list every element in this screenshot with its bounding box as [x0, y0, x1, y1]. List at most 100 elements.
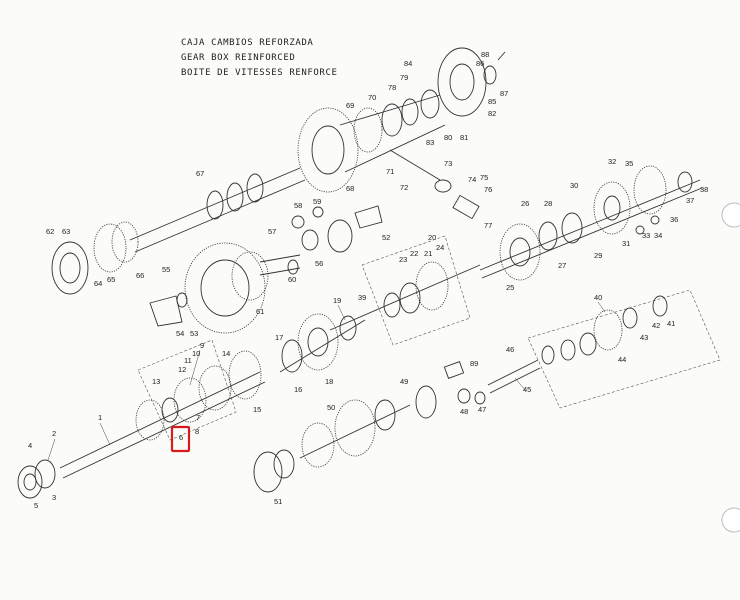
- label-part-55: 55: [162, 265, 170, 274]
- label-part-17: 17: [275, 333, 283, 342]
- label-part-79: 79: [400, 73, 408, 82]
- leader-lines: [47, 301, 606, 461]
- label-part-5: 5: [34, 501, 38, 510]
- label-part-38: 38: [700, 185, 708, 194]
- label-part-43: 43: [640, 333, 648, 342]
- label-part-62: 62: [46, 227, 54, 236]
- label-part-49: 49: [400, 377, 408, 386]
- label-part-45: 45: [523, 385, 531, 394]
- label-part-12: 12: [178, 365, 186, 374]
- label-part-19: 19: [333, 296, 341, 305]
- label-part-40: 40: [594, 293, 602, 302]
- label-part-88: 88: [481, 50, 489, 59]
- label-part-13: 13: [152, 377, 160, 386]
- title-english: GEAR BOX REINFORCED: [181, 53, 296, 63]
- label-part-75: 75: [480, 173, 488, 182]
- label-part-86: 86: [476, 59, 484, 68]
- label-part-50: 50: [327, 403, 335, 412]
- synchro-group-20-24: [329, 261, 481, 331]
- label-part-2: 2: [52, 429, 56, 438]
- label-part-53: 53: [190, 329, 198, 338]
- label-part-51: 51: [274, 497, 282, 506]
- label-part-20: 20: [428, 233, 436, 242]
- label-part-21: 21: [424, 249, 432, 258]
- label-part-80: 80: [444, 133, 452, 142]
- label-part-32: 32: [608, 157, 616, 166]
- label-part-7: 7: [196, 413, 200, 422]
- label-part-71: 71: [386, 167, 394, 176]
- middle-gears-16-19: [279, 313, 366, 373]
- dashed-group-7-13: [137, 339, 237, 441]
- label-part-10: 10: [192, 349, 200, 358]
- label-part-8: 8: [195, 427, 199, 436]
- highlight-box-part-6: [170, 425, 191, 453]
- label-part-56: 56: [315, 259, 323, 268]
- label-part-58: 58: [294, 201, 302, 210]
- bottom-countershaft-group: [253, 385, 437, 493]
- label-part-59: 59: [313, 197, 321, 206]
- label-part-14: 14: [222, 349, 230, 358]
- label-part-52: 52: [382, 233, 390, 242]
- label-part-36: 36: [670, 215, 678, 224]
- label-part-76: 76: [484, 185, 492, 194]
- label-part-74: 74: [468, 175, 476, 184]
- label-part-85: 85: [488, 97, 496, 106]
- label-part-25: 25: [506, 283, 514, 292]
- label-part-41: 41: [667, 319, 675, 328]
- label-part-66: 66: [136, 271, 144, 280]
- label-part-81: 81: [460, 133, 468, 142]
- label-part-63: 63: [62, 227, 70, 236]
- label-part-29: 29: [594, 251, 602, 260]
- dashed-group-40-44: [527, 289, 721, 409]
- label-part-54: 54: [176, 329, 184, 338]
- title-french: BOITE DE VITESSES RENFORCE: [181, 68, 338, 78]
- label-part-16: 16: [294, 385, 302, 394]
- label-part-46: 46: [506, 345, 514, 354]
- label-part-4: 4: [28, 441, 32, 450]
- label-part-15: 15: [253, 405, 261, 414]
- rear-gear-assembly: [297, 47, 506, 220]
- label-part-18: 18: [325, 377, 333, 386]
- label-part-11: 11: [184, 356, 192, 365]
- label-part-3: 3: [52, 493, 56, 502]
- label-part-83: 83: [426, 138, 434, 147]
- reverse-shaft-group: [443, 295, 668, 405]
- label-part-47: 47: [478, 405, 486, 414]
- label-part-27: 27: [558, 261, 566, 270]
- label-part-39: 39: [358, 293, 366, 302]
- label-part-22: 22: [410, 249, 418, 258]
- label-part-28: 28: [544, 199, 552, 208]
- label-part-84: 84: [404, 59, 412, 68]
- label-part-44: 44: [618, 355, 626, 364]
- label-part-33: 33: [642, 231, 650, 240]
- label-part-35: 35: [625, 159, 633, 168]
- binder-hole-top: [721, 202, 740, 228]
- label-part-9: 9: [200, 341, 204, 350]
- output-shaft-group: [479, 165, 703, 281]
- label-part-31: 31: [622, 239, 630, 248]
- label-part-37: 37: [686, 196, 694, 205]
- label-part-89: 89: [470, 359, 478, 368]
- label-part-23: 23: [399, 255, 407, 264]
- label-part-48: 48: [460, 407, 468, 416]
- label-part-30: 30: [570, 181, 578, 190]
- label-part-65: 65: [107, 275, 115, 284]
- title-spanish: CAJA CAMBIOS REFORZADA: [181, 38, 314, 48]
- label-part-1: 1: [98, 413, 102, 422]
- label-part-68: 68: [346, 184, 354, 193]
- label-part-24: 24: [436, 243, 444, 252]
- label-part-70: 70: [368, 93, 376, 102]
- label-part-42: 42: [652, 321, 660, 330]
- label-part-61: 61: [256, 307, 264, 316]
- label-part-77: 77: [484, 221, 492, 230]
- main-shaft-67-assembly: [51, 167, 306, 295]
- label-part-57: 57: [268, 227, 276, 236]
- label-part-69: 69: [346, 101, 354, 110]
- label-part-82: 82: [488, 109, 496, 118]
- part-number-labels: 1 2 3 4 5 6 8 9 10 11 12 13 14 15 16 17 …: [28, 50, 708, 510]
- label-part-60: 60: [288, 275, 296, 284]
- label-part-6: 6: [179, 433, 183, 442]
- label-part-78: 78: [388, 83, 396, 92]
